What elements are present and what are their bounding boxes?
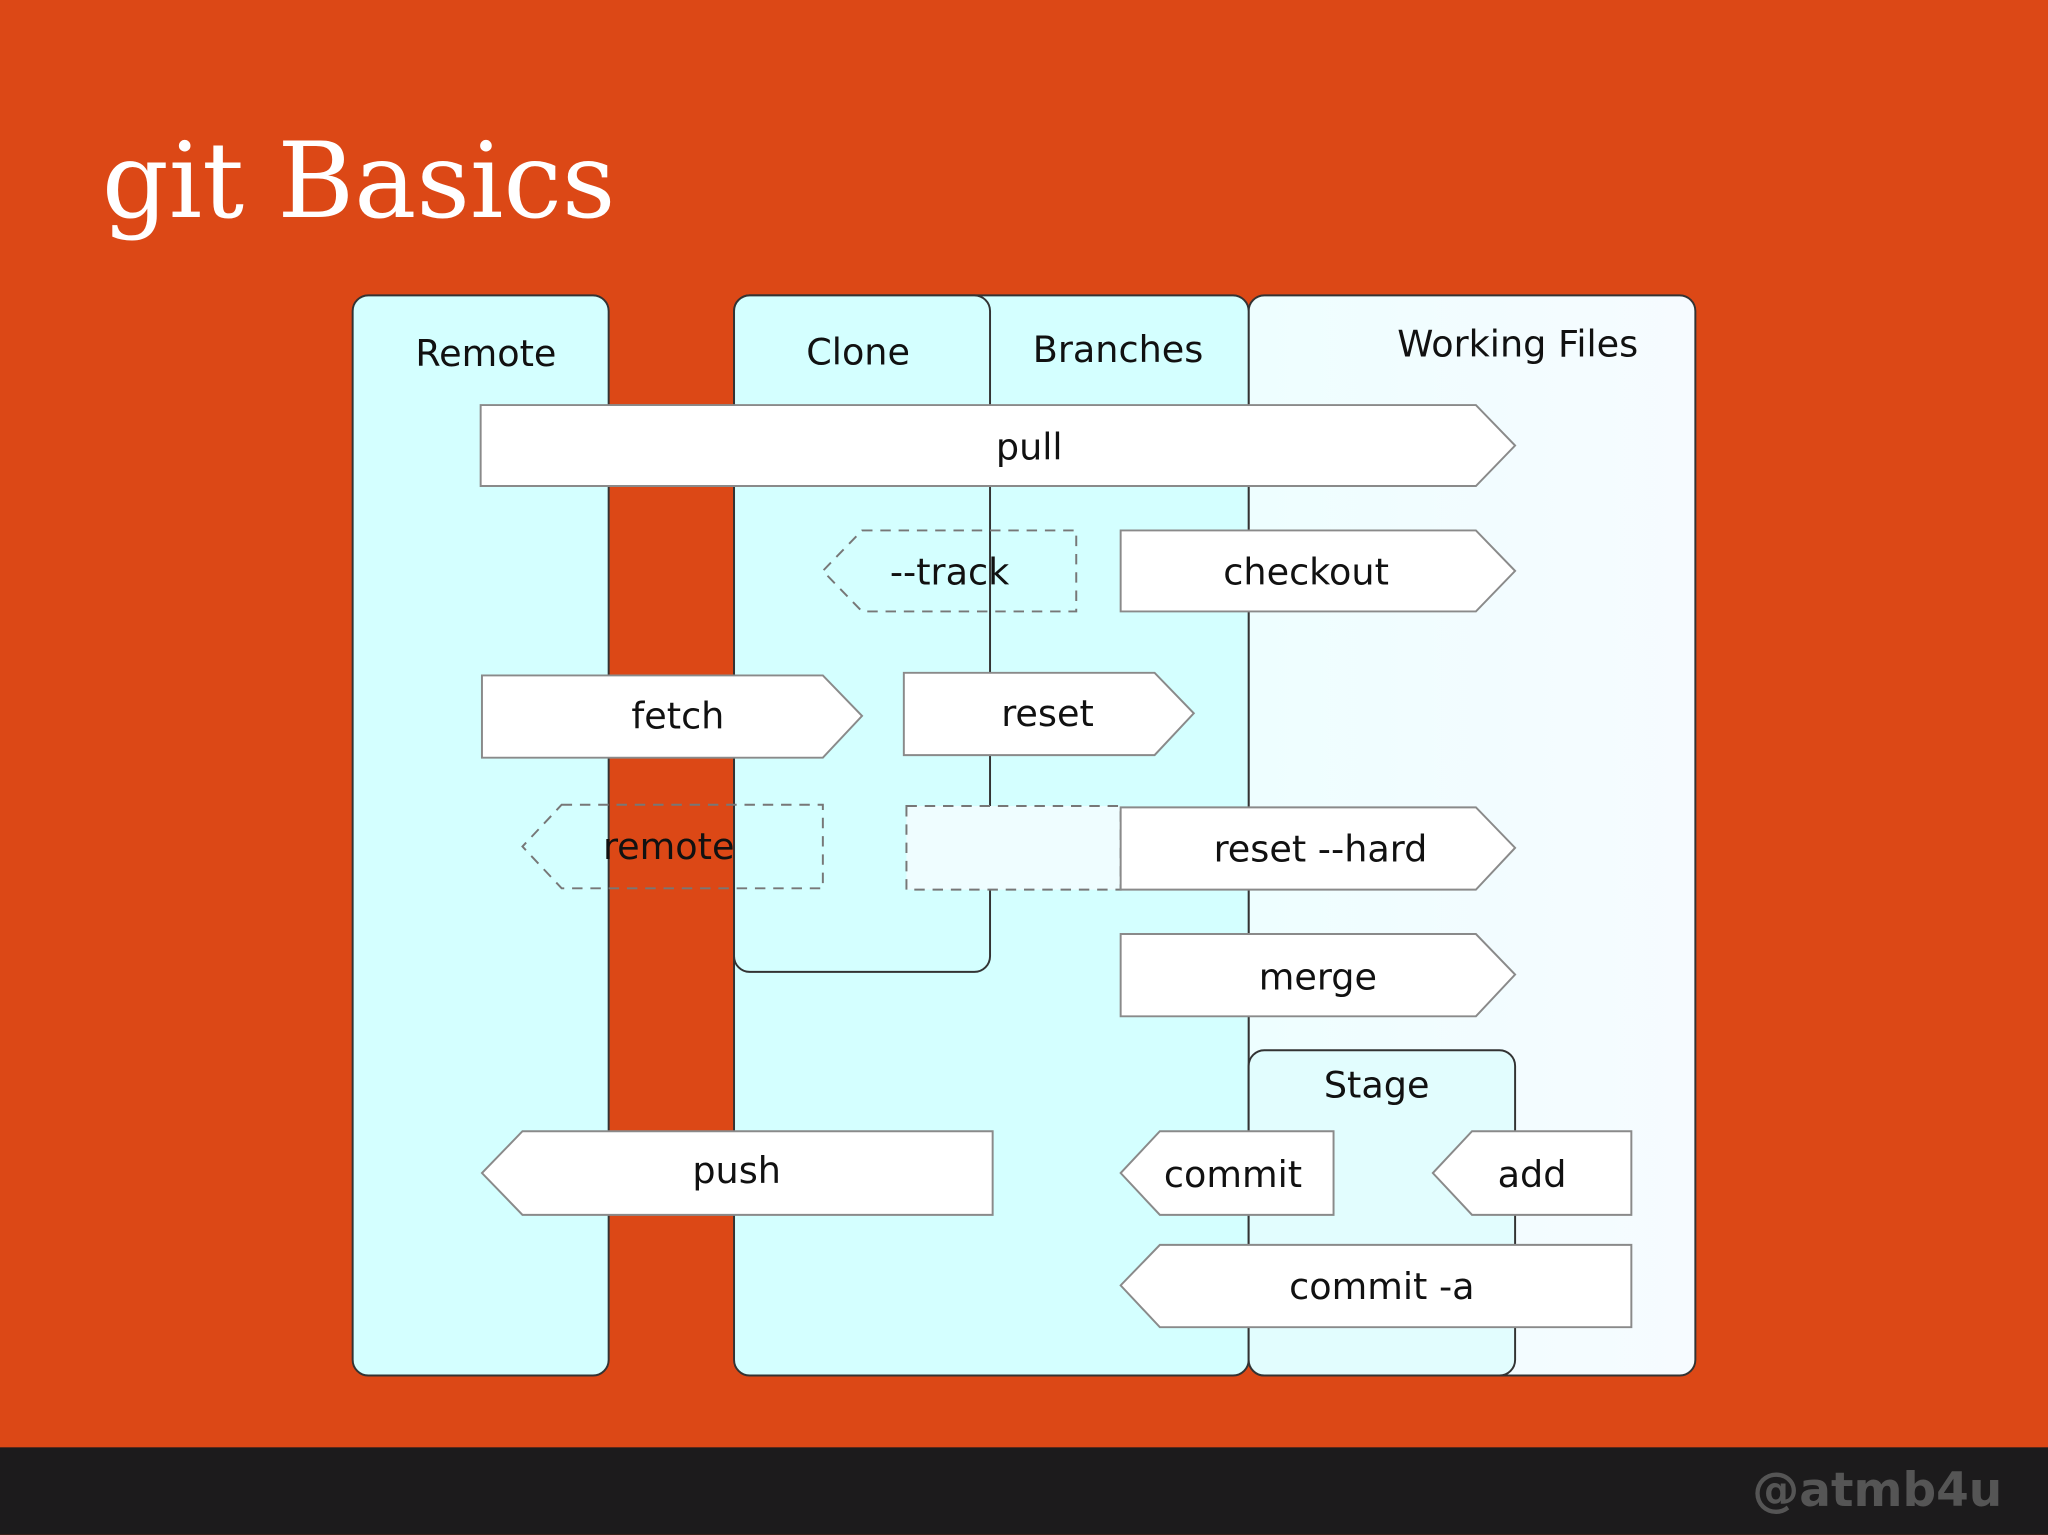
slide-title: git Basics bbox=[102, 120, 616, 242]
zone-label-branches: Branches bbox=[1033, 328, 1204, 371]
command-checkout: checkout bbox=[1119, 529, 1517, 613]
footer-bar bbox=[0, 1447, 2048, 1535]
command-label: --track bbox=[890, 551, 1010, 594]
zone-label-remote: Remote bbox=[415, 332, 556, 375]
command-remote: remote bbox=[521, 803, 824, 890]
command-label: checkout bbox=[1223, 551, 1389, 594]
command-commit-a: commit -a bbox=[1119, 1243, 1633, 1329]
footer-handle: @atmb4u bbox=[1752, 1463, 2002, 1518]
command-label: commit -a bbox=[1289, 1265, 1474, 1308]
command-commit: commit bbox=[1119, 1130, 1335, 1216]
zone-remote bbox=[351, 294, 610, 1377]
diagram: Remote Clone Branches Working Files Stag… bbox=[351, 294, 1697, 1377]
reset-hard-dashed-extension bbox=[905, 805, 1122, 891]
command-merge: merge bbox=[1119, 933, 1517, 1018]
zone-label-stage: Stage bbox=[1324, 1063, 1430, 1106]
command-label: remote bbox=[603, 825, 735, 868]
command-fetch: fetch bbox=[480, 674, 864, 759]
command-track: --track bbox=[821, 529, 1078, 613]
command-label: add bbox=[1498, 1153, 1567, 1196]
command-add: add bbox=[1431, 1130, 1633, 1216]
command-push: push bbox=[480, 1130, 994, 1216]
command-label: push bbox=[692, 1149, 781, 1192]
command-pull: pull bbox=[479, 404, 1517, 488]
command-label: pull bbox=[996, 425, 1063, 468]
command-label: merge bbox=[1259, 956, 1377, 999]
command-label: reset --hard bbox=[1214, 828, 1428, 871]
command-label: reset bbox=[1001, 692, 1094, 735]
command-label: commit bbox=[1164, 1153, 1302, 1196]
zone-label-working-files: Working Files bbox=[1397, 323, 1638, 366]
zone-label-clone: Clone bbox=[806, 331, 910, 374]
command-reset-hard: reset --hard bbox=[1119, 806, 1517, 891]
command-label: fetch bbox=[631, 694, 724, 737]
command-reset: reset bbox=[902, 671, 1196, 757]
